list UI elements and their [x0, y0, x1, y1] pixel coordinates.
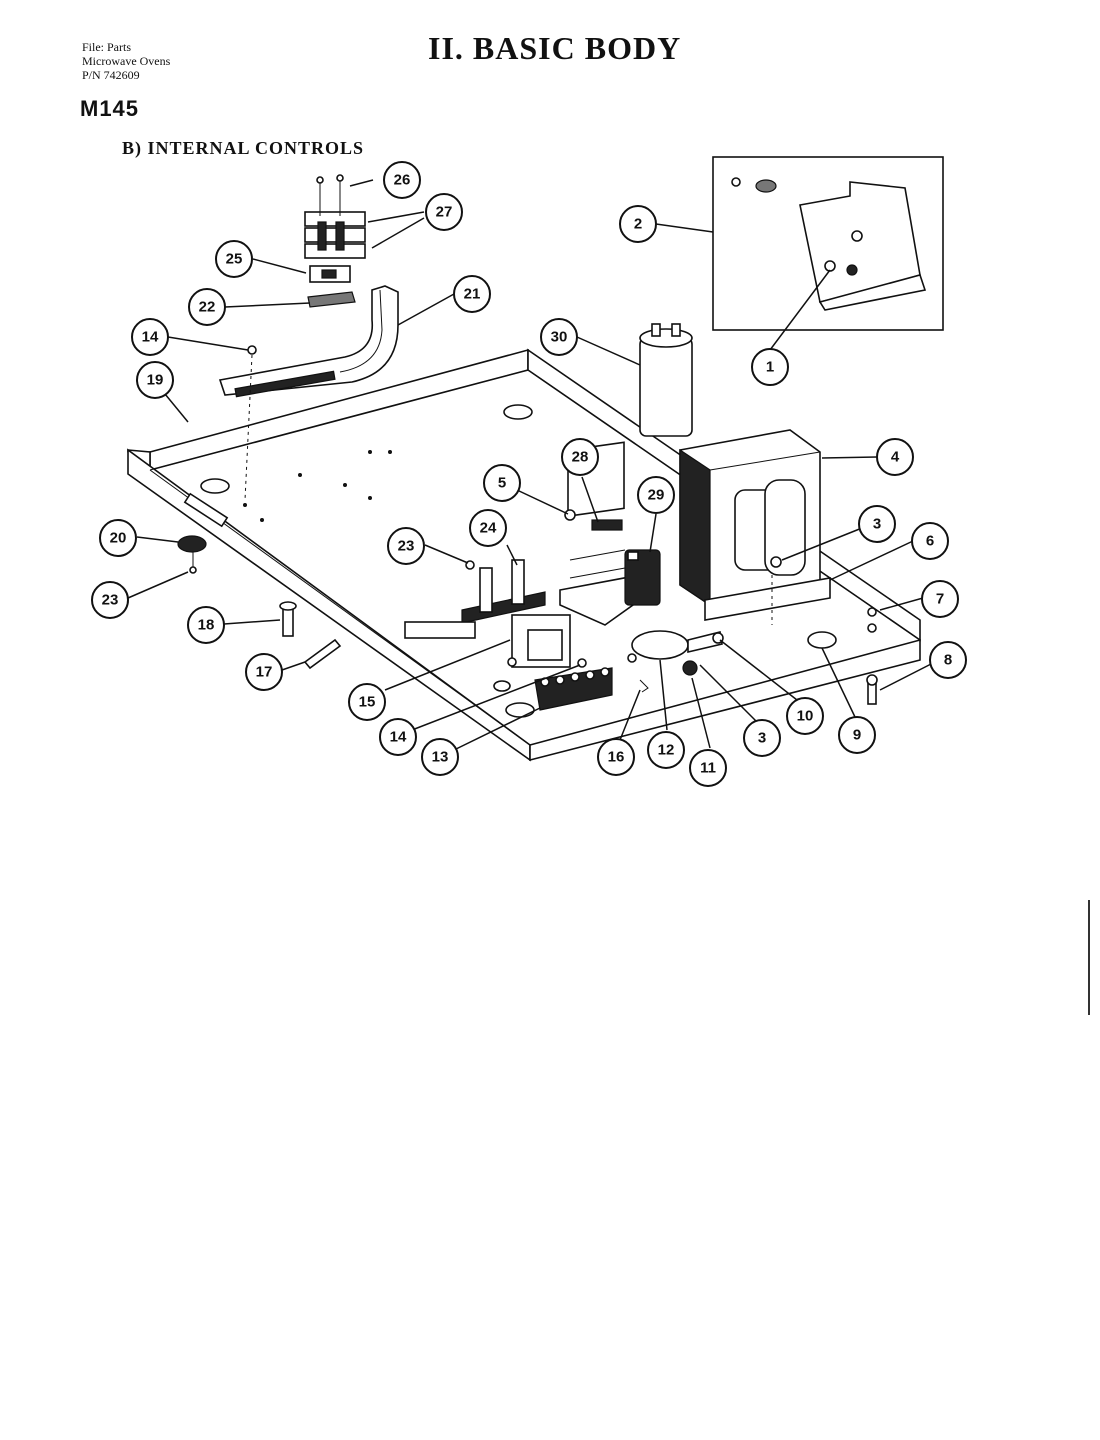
- callout-23: 23: [387, 527, 425, 565]
- svg-text:22: 22: [199, 299, 216, 316]
- svg-text:24: 24: [480, 520, 497, 537]
- callout-24: 24: [469, 509, 507, 547]
- callout-3: 3: [858, 505, 896, 543]
- model-number: M145: [80, 96, 140, 121]
- svg-text:9: 9: [853, 727, 861, 744]
- svg-text:19: 19: [147, 372, 164, 389]
- svg-text:18: 18: [198, 617, 215, 634]
- svg-text:28: 28: [572, 449, 589, 466]
- callout-15: 15: [348, 683, 386, 721]
- svg-text:8: 8: [944, 652, 952, 669]
- relay-board: [559, 441, 661, 626]
- svg-text:3: 3: [873, 516, 881, 533]
- callout-18: 18: [187, 606, 225, 644]
- leader-lines: [127, 179, 934, 751]
- inset-detail: [712, 156, 944, 331]
- svg-text:14: 14: [142, 329, 159, 346]
- svg-text:29: 29: [648, 487, 665, 504]
- callout-4: 4: [876, 438, 914, 476]
- terminal-board: [493, 658, 613, 711]
- svg-text:26: 26: [394, 172, 411, 189]
- svg-text:23: 23: [398, 538, 415, 555]
- scan-edge-line: [1088, 900, 1090, 1015]
- section-subtitle: B) INTERNAL CONTROLS: [122, 138, 365, 158]
- callout-6: 6: [911, 522, 949, 560]
- callout-10: 10: [786, 697, 824, 735]
- svg-text:21: 21: [464, 286, 481, 303]
- file-line: Microwave Ovens: [82, 54, 171, 68]
- callout-14b: 14: [379, 718, 417, 756]
- low-voltage-transformer: [507, 614, 571, 668]
- svg-text:2: 2: [634, 216, 642, 233]
- callout-2: 2: [619, 205, 657, 243]
- callout-9: 9: [838, 716, 876, 754]
- file-line: File: Parts: [82, 40, 132, 54]
- svg-text:30: 30: [551, 329, 568, 346]
- page-title: II. BASIC BODY: [428, 30, 682, 66]
- svg-text:13: 13: [432, 749, 449, 766]
- base-pan: [127, 348, 921, 762]
- svg-text:6: 6: [926, 533, 934, 550]
- svg-text:3: 3: [758, 730, 766, 747]
- callout-16: 16: [597, 738, 635, 776]
- svg-text:7: 7: [936, 591, 944, 608]
- svg-text:27: 27: [436, 204, 453, 221]
- callout-14: 14: [131, 318, 169, 356]
- file-info: File: Parts Microwave Ovens P/N 742609: [82, 40, 170, 82]
- svg-text:4: 4: [891, 449, 900, 466]
- callout-23b: 23: [91, 581, 129, 619]
- svg-text:15: 15: [359, 694, 376, 711]
- high-voltage-transformer: [679, 429, 831, 625]
- callout-17: 17: [245, 653, 283, 691]
- callout-5: 5: [483, 464, 521, 502]
- svg-text:12: 12: [658, 742, 675, 759]
- file-line: P/N 742609: [82, 68, 140, 82]
- callout-7: 7: [921, 580, 959, 618]
- callout-29: 29: [637, 476, 675, 514]
- callout-25: 25: [215, 240, 253, 278]
- callout-30: 30: [540, 318, 578, 356]
- svg-text:23: 23: [102, 592, 119, 609]
- callout-21: 21: [453, 275, 491, 313]
- high-voltage-capacitor: [639, 323, 693, 437]
- svg-text:16: 16: [608, 749, 625, 766]
- callout-8: 8: [929, 641, 967, 679]
- door-switch-assembly: [218, 174, 399, 501]
- callout-1: 1: [751, 348, 789, 386]
- svg-text:10: 10: [797, 708, 814, 725]
- callout-20: 20: [99, 519, 137, 557]
- callout-26: 26: [383, 161, 421, 199]
- svg-text:20: 20: [110, 530, 127, 547]
- svg-text:5: 5: [498, 475, 506, 492]
- callout-19: 19: [136, 361, 174, 399]
- svg-text:11: 11: [700, 760, 716, 777]
- svg-text:14: 14: [390, 729, 407, 746]
- hardware: [177, 535, 878, 705]
- callout-3b: 3: [743, 719, 781, 757]
- svg-text:17: 17: [256, 664, 273, 681]
- callout-27: 27: [425, 193, 463, 231]
- thermal-protector: [627, 630, 724, 693]
- callout-22: 22: [188, 288, 226, 326]
- svg-text:1: 1: [766, 359, 774, 376]
- callout-11: 11: [689, 749, 727, 787]
- callout-13: 13: [421, 738, 459, 776]
- fuse-holder: [404, 559, 546, 639]
- callout-12: 12: [647, 731, 685, 769]
- callout-28: 28: [561, 438, 599, 476]
- svg-text:25: 25: [226, 251, 243, 268]
